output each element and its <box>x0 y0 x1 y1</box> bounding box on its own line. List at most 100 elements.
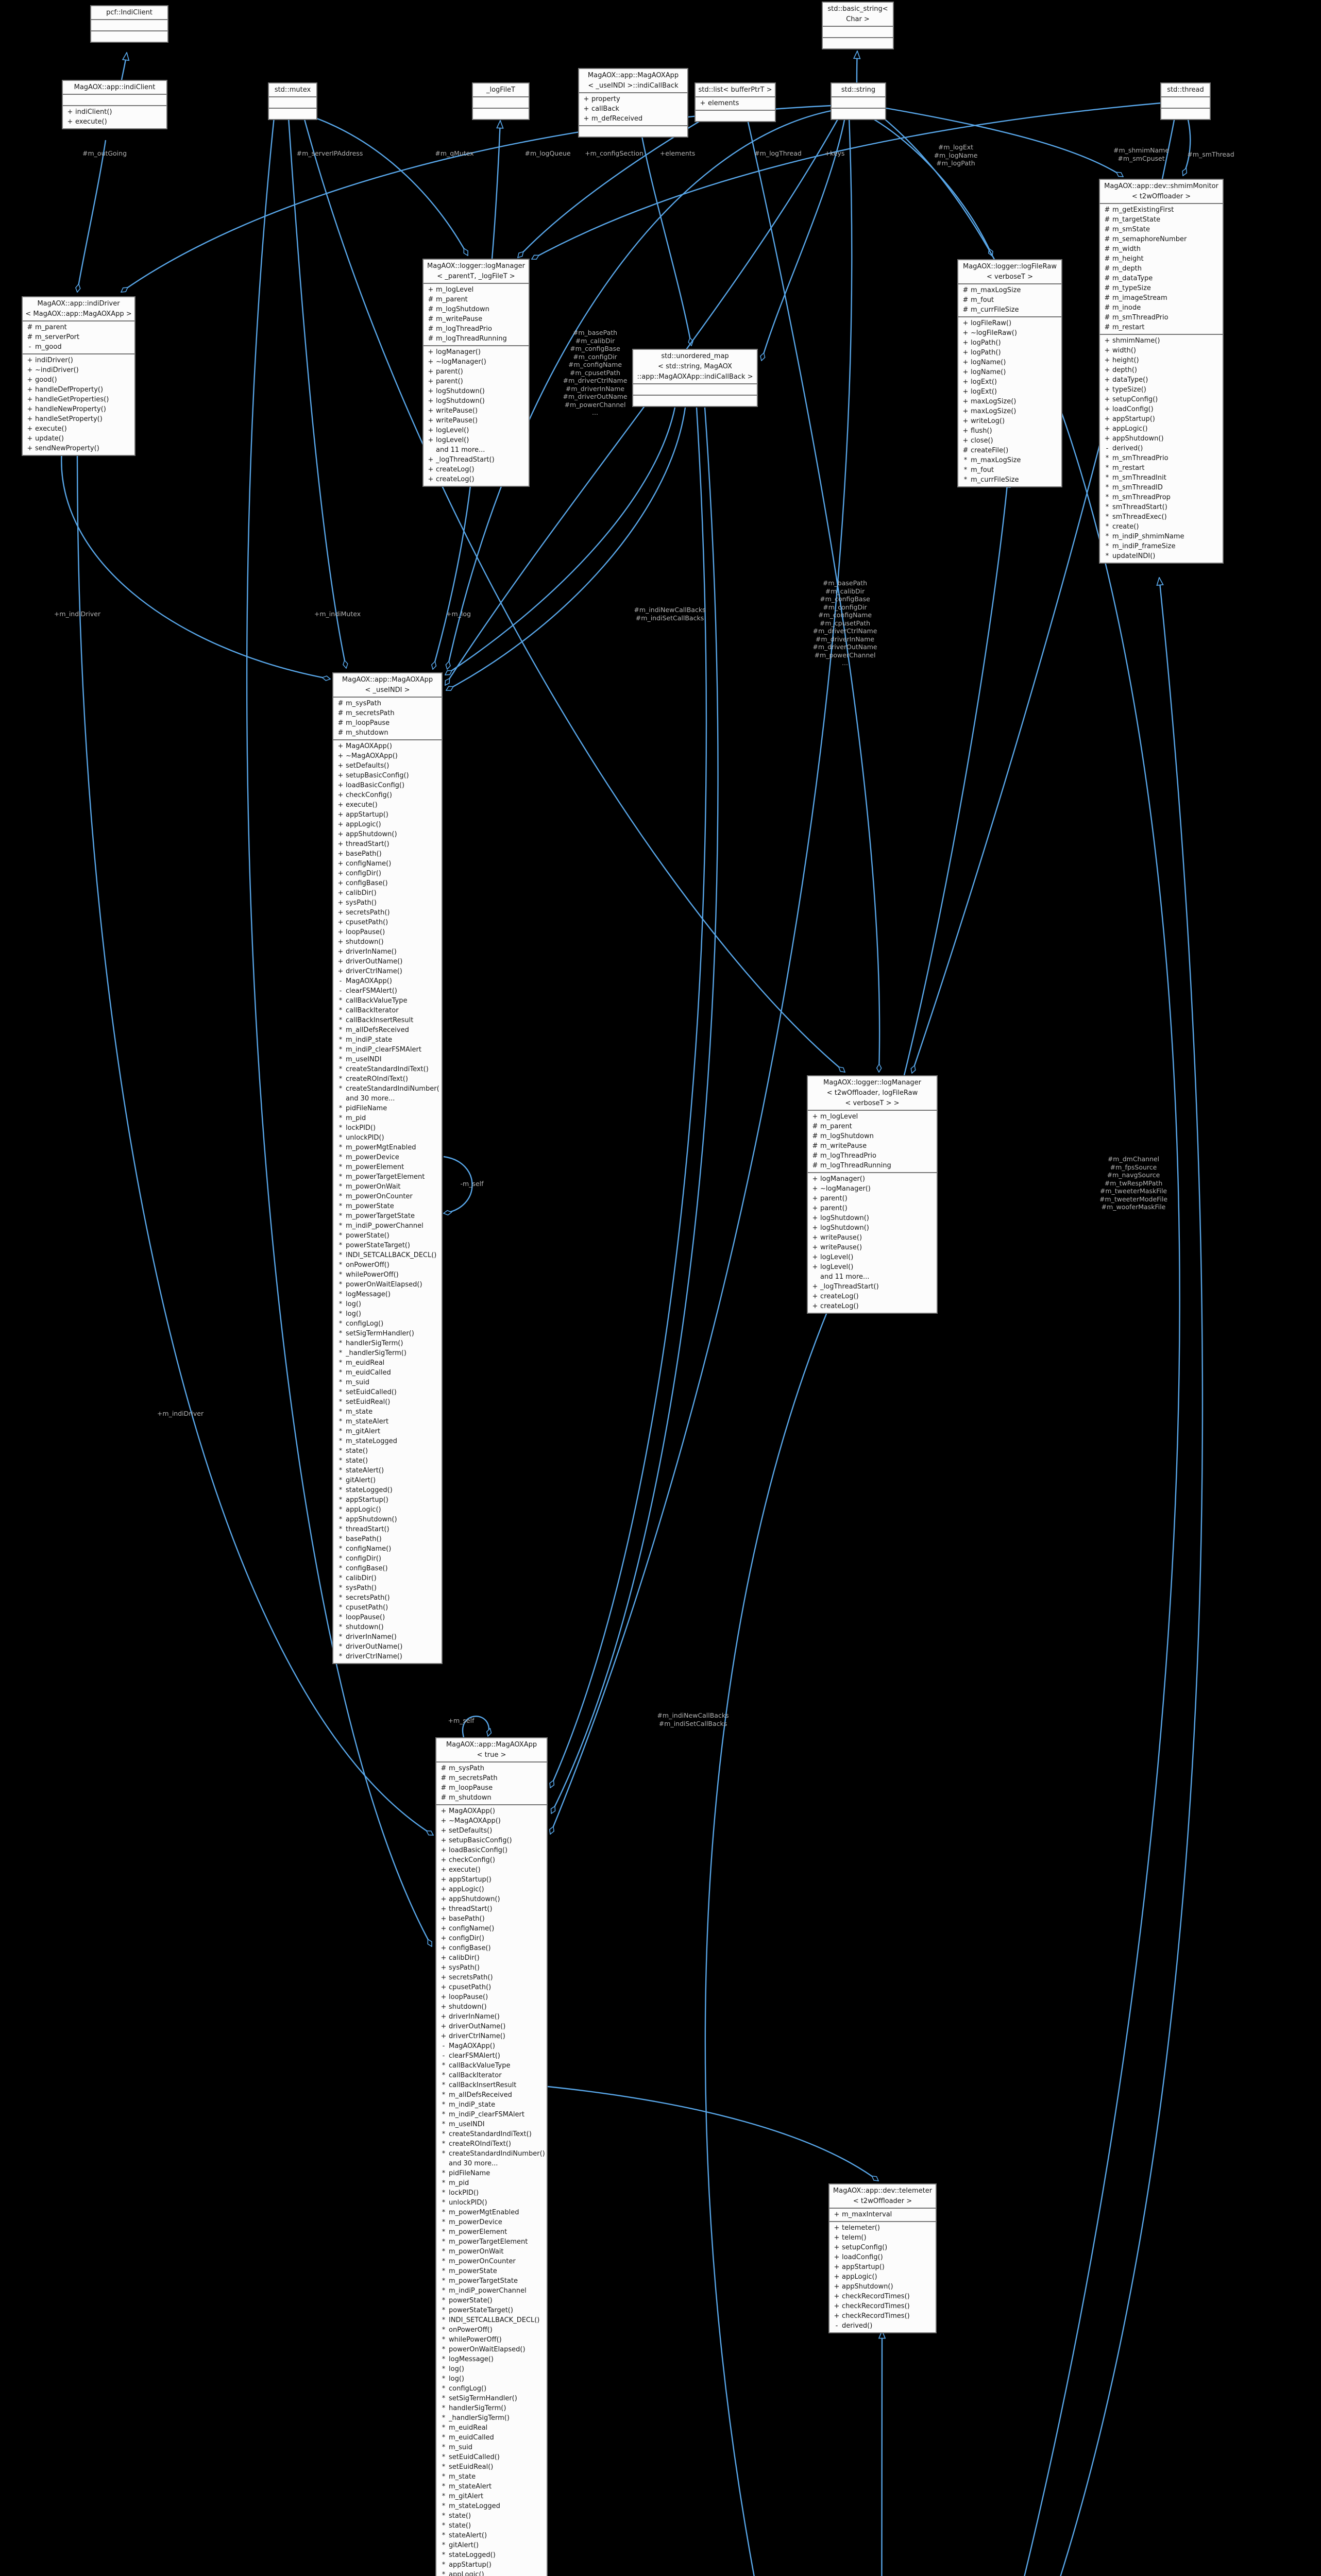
member-row: +execute() <box>337 801 378 809</box>
class-node-logmanager2[interactable]: MagAOX::logger::logManager< t2wOffloader… <box>807 1075 938 1314</box>
member-row: +appShutdown() <box>1104 435 1164 443</box>
class-node-indidriver[interactable]: MagAOX::app::indiDriver< MagAOX::app::Ma… <box>22 296 136 456</box>
class-section: +logFileRaw()+~logFileRaw()+logPath()+lo… <box>958 316 1061 486</box>
class-node-logfilet[interactable]: _logFileT <box>472 82 530 120</box>
class-node-magaoxapp-true[interactable]: MagAOX::app::MagAOXApp< true >#m_sysPath… <box>435 1737 548 2576</box>
member-row: *m_allDefsReceived <box>338 1026 409 1034</box>
member-row: *state() <box>338 1457 368 1465</box>
class-section <box>269 108 316 119</box>
member-row: *_handlerSigTerm() <box>338 1349 407 1357</box>
member-row: +logShutdown() <box>428 387 485 395</box>
edge-logqueue2 <box>746 117 879 1072</box>
member-row: *onPowerOff() <box>338 1261 389 1269</box>
member-row: +configDir() <box>441 1935 484 1942</box>
member-row: *callBackInsertResult <box>442 2081 517 2089</box>
member-row: +cpusetPath() <box>441 1984 492 1991</box>
member-row: *m_suid <box>338 1379 370 1386</box>
class-node-indicallback[interactable]: MagAOX::app::MagAOXApp< _useINDI >::indi… <box>578 68 688 138</box>
edge-label-m-indimutex: +m_indiMutex <box>314 610 361 618</box>
member-row: +width() <box>1104 347 1136 354</box>
member-row: *m_gitAlert <box>442 2493 484 2500</box>
member-row: *setEuidCalled() <box>442 2453 500 2461</box>
member-row: *shutdown() <box>338 1623 384 1631</box>
class-node-std-string[interactable]: std::string <box>831 82 886 120</box>
member-row: *gitAlert() <box>442 2541 479 2549</box>
member-row: *setSigTermHandler() <box>338 1330 414 1337</box>
member-row: *m_indiP_powerChannel <box>338 1222 424 1230</box>
member-row: *sysPath() <box>338 1584 377 1592</box>
member-row: +logName() <box>962 359 1006 366</box>
member-row: +checkRecordTimes() <box>834 2293 910 2300</box>
member-row: +logLevel() <box>428 427 469 434</box>
edge-label-m-logthread: #m_logThread <box>754 149 802 157</box>
member-row: *m_indiP_clearFSMAlert <box>338 1046 421 1054</box>
member-row: *m_powerOnCounter <box>442 2258 516 2265</box>
member-row: +checkConfig() <box>441 1856 495 1864</box>
class-title: MagAOX::logger::logManager< t2wOffloader… <box>823 1079 921 1107</box>
edge-mutex-logmanager2 <box>303 117 845 1072</box>
member-row: *m_currFileSize <box>963 476 1019 484</box>
class-section: +m_logLevel#m_parent#m_logShutdown#m_wri… <box>424 283 529 345</box>
class-section <box>832 108 885 119</box>
class-title: MagAOX::app::MagAOXApp< _useINDI > <box>342 676 433 694</box>
member-row: *m_stateAlert <box>338 1418 389 1426</box>
edge-indidriver-app2 <box>76 450 433 1836</box>
class-node-basic-string[interactable]: std::basic_string<Char > <box>822 2 894 49</box>
member-row: and 11 more... <box>820 1273 870 1281</box>
member-row: *m_powerMgtEnabled <box>442 2209 519 2216</box>
class-title: std::string <box>841 86 876 94</box>
member-row: #m_logShutdown <box>428 306 489 313</box>
member-row: +_logThreadStart() <box>428 456 495 464</box>
member-row: #m_parent <box>428 296 468 303</box>
member-row: #m_writePause <box>428 315 483 323</box>
member-row: *m_powerTargetState <box>338 1212 415 1220</box>
member-row: *createROIndiText() <box>442 2140 511 2148</box>
member-row: *powerState() <box>338 1232 389 1240</box>
member-row: *setEuidCalled() <box>338 1388 397 1396</box>
member-row: -m_good <box>28 343 62 351</box>
edge-map-app1a <box>445 407 676 676</box>
member-row: *powerOnWaitElapsed() <box>338 1281 422 1289</box>
member-row: +threadStart() <box>441 1905 493 1913</box>
member-row: +depth() <box>1104 366 1137 374</box>
member-row: *m_pid <box>442 2179 469 2187</box>
member-row: +~MagAOXApp() <box>337 752 398 760</box>
class-node-telemeter[interactable]: MagAOX::app::dev::telemeter< t2wOffloade… <box>828 2183 937 2333</box>
member-row: *m_useINDI <box>442 2121 485 2128</box>
member-row: +logManager() <box>428 348 481 356</box>
class-node-logmanager1[interactable]: MagAOX::logger::logManager< _parentT, _l… <box>422 259 530 487</box>
member-row: +appStartup() <box>1104 415 1155 423</box>
member-row: #m_shutdown <box>441 1794 492 1802</box>
edge-string-shmim <box>886 107 1123 178</box>
class-node-std-mutex[interactable]: std::mutex <box>268 82 317 120</box>
class-section <box>63 94 166 105</box>
member-row: +good() <box>27 376 57 384</box>
member-row: -MagAOXApp() <box>442 2042 495 2050</box>
member-row: and 11 more... <box>436 446 485 454</box>
member-row: *state() <box>338 1447 368 1455</box>
member-row: *state() <box>442 2512 471 2520</box>
member-row: *m_powerState <box>338 1202 394 1210</box>
class-node-std-list[interactable]: std::list< bufferPtrT >+elements <box>695 82 776 122</box>
member-row: +~logManager() <box>428 358 486 366</box>
member-row: +configBase() <box>441 1944 491 1952</box>
class-node-logfileraw[interactable]: MagAOX::logger::logFileRaw< verboseT >#m… <box>957 259 1062 487</box>
class-section <box>91 19 167 30</box>
member-row: +elements <box>700 99 739 107</box>
class-node-std-thread[interactable]: std::thread <box>1160 82 1211 120</box>
member-row: +sysPath() <box>441 1964 480 1972</box>
class-node-indiclient[interactable]: MagAOX::app::indiClient+indiClient()+exe… <box>62 80 167 129</box>
member-row: +indiDriver() <box>27 357 73 364</box>
class-node-unordered-map[interactable]: std::unordered_map< std::string, MagAOX:… <box>632 349 758 407</box>
member-row: #m_parent <box>812 1123 852 1130</box>
member-row: *appStartup() <box>442 2561 492 2569</box>
class-node-shmimmonitor[interactable]: MagAOX::app::dev::shmimMonitor< t2wOfflo… <box>1099 179 1224 564</box>
member-row: +sysPath() <box>337 899 377 907</box>
edge-map-app2b <box>551 407 719 1814</box>
member-row: *m_powerOnWait <box>442 2248 504 2256</box>
member-row: +execute() <box>27 425 67 433</box>
class-node-pcf-indiclient[interactable]: pcf::IndiClient <box>90 5 168 43</box>
member-row: +m_maxInterval <box>834 2211 892 2218</box>
class-node-magaoxapp-useindi[interactable]: MagAOX::app::MagAOXApp< _useINDI >#m_sys… <box>332 672 443 1664</box>
